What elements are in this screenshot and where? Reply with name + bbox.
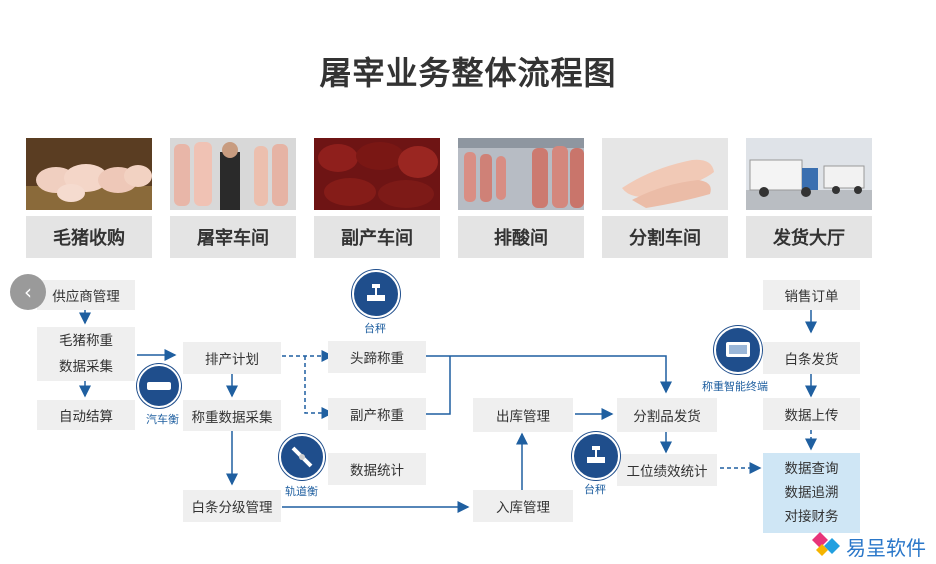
pig-weighing-box: 毛猪称重 数据采集 <box>37 327 135 381</box>
rail-scale-caption: 轨道衡 <box>285 485 318 498</box>
stage-chill-room: 排酸间 <box>458 216 584 258</box>
stage-cutting-workshop: 分割车间 <box>602 216 728 258</box>
data-trace-label: 数据追溯 <box>784 485 839 501</box>
brand-logo-text: 易呈软件 <box>846 536 926 560</box>
truck-scale-icon <box>137 364 181 408</box>
photo-shipping <box>746 138 872 210</box>
photo-slaughter <box>170 138 296 210</box>
data-collection-label: 数据采集 <box>59 359 113 375</box>
rail-scale-icon <box>279 434 325 480</box>
back-button[interactable]: ‹ <box>10 274 46 310</box>
byproduct-weighing-box: 副产称重 <box>328 398 426 430</box>
data-query-box: 数据查询 数据追溯 对接财务 <box>763 453 860 533</box>
photo-cutting <box>602 138 728 210</box>
platform-scale-bottom-icon <box>572 432 620 480</box>
photo-byproduct <box>314 138 440 210</box>
platform-scale-bottom-caption: 台秤 <box>584 483 606 496</box>
photo-pigs <box>26 138 152 210</box>
head-hoof-weighing-box: 头蹄称重 <box>328 341 426 373</box>
auto-settlement-box: 自动结算 <box>37 400 135 430</box>
stage-byproduct-workshop: 副产车间 <box>314 216 440 258</box>
sales-order-box: 销售订单 <box>763 280 860 310</box>
page-title: 屠宰业务整体流程图 <box>319 54 617 92</box>
data-statistics-box: 数据统计 <box>328 453 426 485</box>
stage-pig-purchase: 毛猪收购 <box>26 216 152 258</box>
platform-scale-top-icon <box>352 270 400 318</box>
weigh-data-collection-box: 称重数据采集 <box>183 400 281 431</box>
pig-weighing-label: 毛猪称重 <box>59 333 113 349</box>
outbound-management-box: 出库管理 <box>473 398 573 432</box>
workstation-kpi-box: 工位绩效统计 <box>617 454 717 486</box>
inbound-management-box: 入库管理 <box>473 490 573 522</box>
stage-shipping-hall: 发货大厅 <box>746 216 872 258</box>
weighing-terminal-caption: 称重智能终端 <box>702 380 768 393</box>
platform-scale-top-caption: 台秤 <box>364 322 386 335</box>
finance-link-label: 对接财务 <box>784 509 839 525</box>
stage-slaughter-workshop: 屠宰车间 <box>170 216 296 258</box>
production-plan-box: 排产计划 <box>183 342 281 374</box>
carcass-grading-box: 白条分级管理 <box>183 490 281 522</box>
weighing-terminal-icon <box>714 326 762 374</box>
data-query-label: 数据查询 <box>784 461 839 477</box>
cut-product-shipping-box: 分割品发货 <box>617 398 717 432</box>
supplier-management-box: 供应商管理 <box>37 280 135 310</box>
brand-logo-icon <box>810 530 844 562</box>
truck-scale-caption: 汽车衡 <box>146 413 179 426</box>
data-upload-box: 数据上传 <box>763 398 860 430</box>
carcass-shipping-box: 白条发货 <box>763 342 860 374</box>
photo-chill-room <box>458 138 584 210</box>
